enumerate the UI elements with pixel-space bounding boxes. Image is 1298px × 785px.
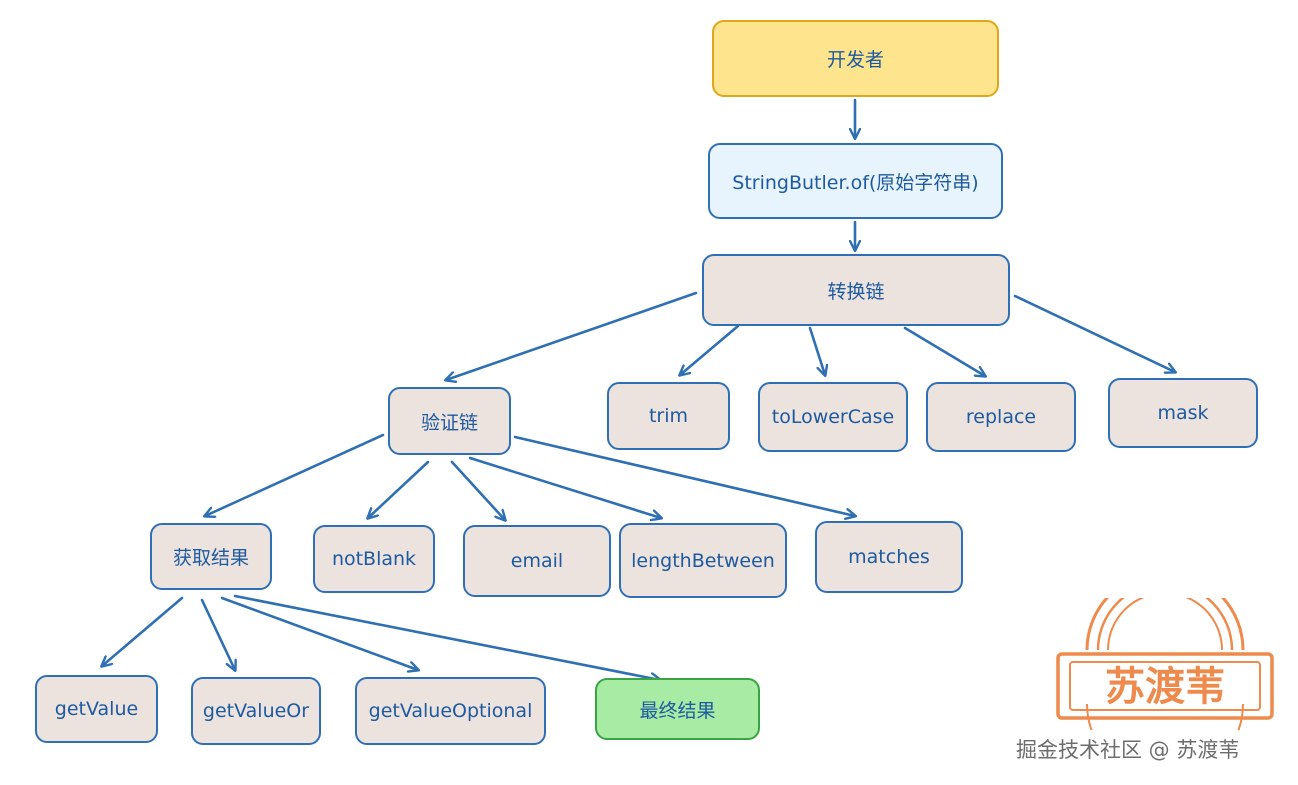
- developer-label: 开发者: [826, 49, 884, 71]
- tolowercase-node: toLowerCase: [758, 382, 908, 452]
- email-label: email: [510, 550, 564, 572]
- mask-label: mask: [1157, 402, 1209, 424]
- transform-chain-label: 转换链: [827, 280, 885, 303]
- edge-transform-to-mask: [1013, 294, 1175, 372]
- replace-label: replace: [965, 406, 1037, 428]
- edge-transform-to-validation: [446, 291, 698, 380]
- getvalue-label: getValue: [54, 698, 139, 720]
- edge-validation-to-get-result: [205, 433, 385, 516]
- get-result-node: 获取结果: [150, 523, 272, 590]
- stamp-text: 苏渡苇: [1105, 664, 1225, 710]
- validation-chain-label: 验证链: [420, 411, 478, 434]
- getvalueoptional-label: getValueOptional: [368, 700, 533, 722]
- trim-node: trim: [607, 382, 730, 450]
- mask-node: mask: [1108, 378, 1258, 448]
- edge-get-result-to-getvalue: [102, 596, 184, 666]
- final-result-label: 最终结果: [639, 699, 716, 722]
- edge-transform-to-tolowercase: [808, 326, 825, 375]
- edge-validation-to-lengthbetween: [468, 456, 661, 518]
- getvalueor-node: getValueOr: [191, 677, 321, 745]
- edge-transform-to-replace: [903, 326, 985, 376]
- final-result-node: 最终结果: [595, 678, 760, 740]
- entry-node: StringButler.of(原始字符串): [708, 143, 1003, 219]
- edge-get-result-to-getvalueor: [200, 598, 235, 670]
- transform-chain-node: 转换链: [702, 254, 1010, 326]
- validation-chain-node: 验证链: [388, 387, 511, 455]
- stamp-logo: 苏渡苇: [1056, 598, 1274, 730]
- edge-get-result-to-final: [233, 594, 660, 680]
- edge-validation-to-notblank: [368, 460, 430, 518]
- edge-validation-to-matches: [513, 435, 855, 516]
- lengthbetween-label: lengthBetween: [631, 549, 775, 572]
- email-node: email: [463, 525, 611, 597]
- lengthbetween-node: lengthBetween: [619, 523, 787, 598]
- edge-validation-to-email: [450, 460, 505, 520]
- getvalueoptional-node: getValueOptional: [355, 677, 546, 745]
- edge-transform-to-trim: [680, 324, 740, 375]
- trim-label: trim: [648, 405, 689, 427]
- entry-label: StringButler.of(原始字符串): [732, 171, 979, 194]
- developer-node: 开发者: [712, 20, 999, 97]
- get-result-label: 获取结果: [172, 547, 249, 569]
- tolowercase-label: toLowerCase: [771, 406, 895, 428]
- replace-node: replace: [926, 382, 1076, 452]
- footer-watermark: 掘金技术社区 @ 苏渡苇: [1016, 738, 1240, 762]
- matches-label: matches: [848, 546, 930, 568]
- matches-node: matches: [815, 521, 963, 593]
- notblank-node: notBlank: [313, 525, 435, 593]
- edge-get-result-to-getvalueoptional: [220, 596, 418, 670]
- getvalueor-label: getValueOr: [202, 700, 310, 722]
- getvalue-node: getValue: [35, 675, 158, 743]
- notblank-label: notBlank: [331, 548, 417, 570]
